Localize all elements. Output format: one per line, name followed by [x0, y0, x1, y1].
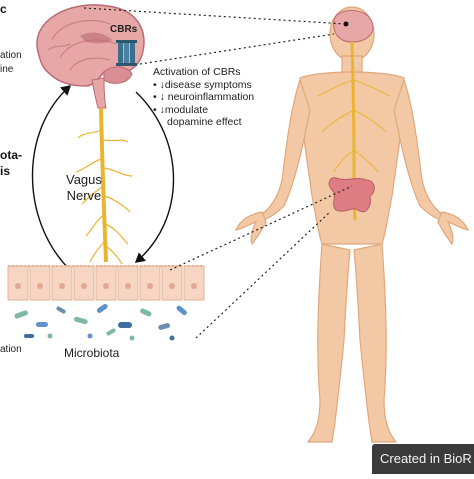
left-fragment-is: is	[0, 164, 11, 178]
body-organs	[317, 10, 391, 221]
effect-item: • ↓modulate	[153, 103, 209, 116]
effect-item: • ↓disease symptoms	[153, 78, 252, 91]
microbiota-microbes	[14, 303, 187, 341]
microbiota-label: Microbiota	[64, 346, 120, 360]
bidirectional-arrows	[31, 85, 175, 271]
left-fragment-top-ation: ation	[0, 50, 22, 61]
left-fragment-bottom-ation: ation	[0, 344, 22, 355]
intestinal-epithelium	[7, 265, 205, 301]
effect-item: • ↓ neuroinflammation	[153, 91, 255, 103]
biorender-watermark: Created in BioR	[372, 444, 474, 474]
vagus-nerve-label: Vagus Nerve	[66, 172, 102, 204]
left-fragment-top-ine: ine	[0, 64, 14, 75]
vagus-label-line1: Vagus	[66, 172, 102, 187]
cbrs-label: CBRs	[110, 24, 138, 35]
cb-receptor-icon	[116, 40, 137, 66]
vagus-nerve-illustration	[75, 107, 133, 265]
human-body-illustration	[235, 6, 469, 443]
activation-heading: Activation of CBRs	[153, 66, 241, 78]
left-fragment-ota: ota-	[0, 148, 22, 162]
effect-item-continued: dopamine effect	[167, 116, 242, 128]
left-fragment-top-c: c	[0, 2, 7, 16]
vagus-label-line2: Nerve	[66, 188, 102, 203]
brain-target-dot	[343, 21, 349, 27]
dotted-connectors	[83, 7, 353, 339]
activation-effects-box: Activation of CBRs • ↓disease symptoms •…	[153, 66, 254, 129]
